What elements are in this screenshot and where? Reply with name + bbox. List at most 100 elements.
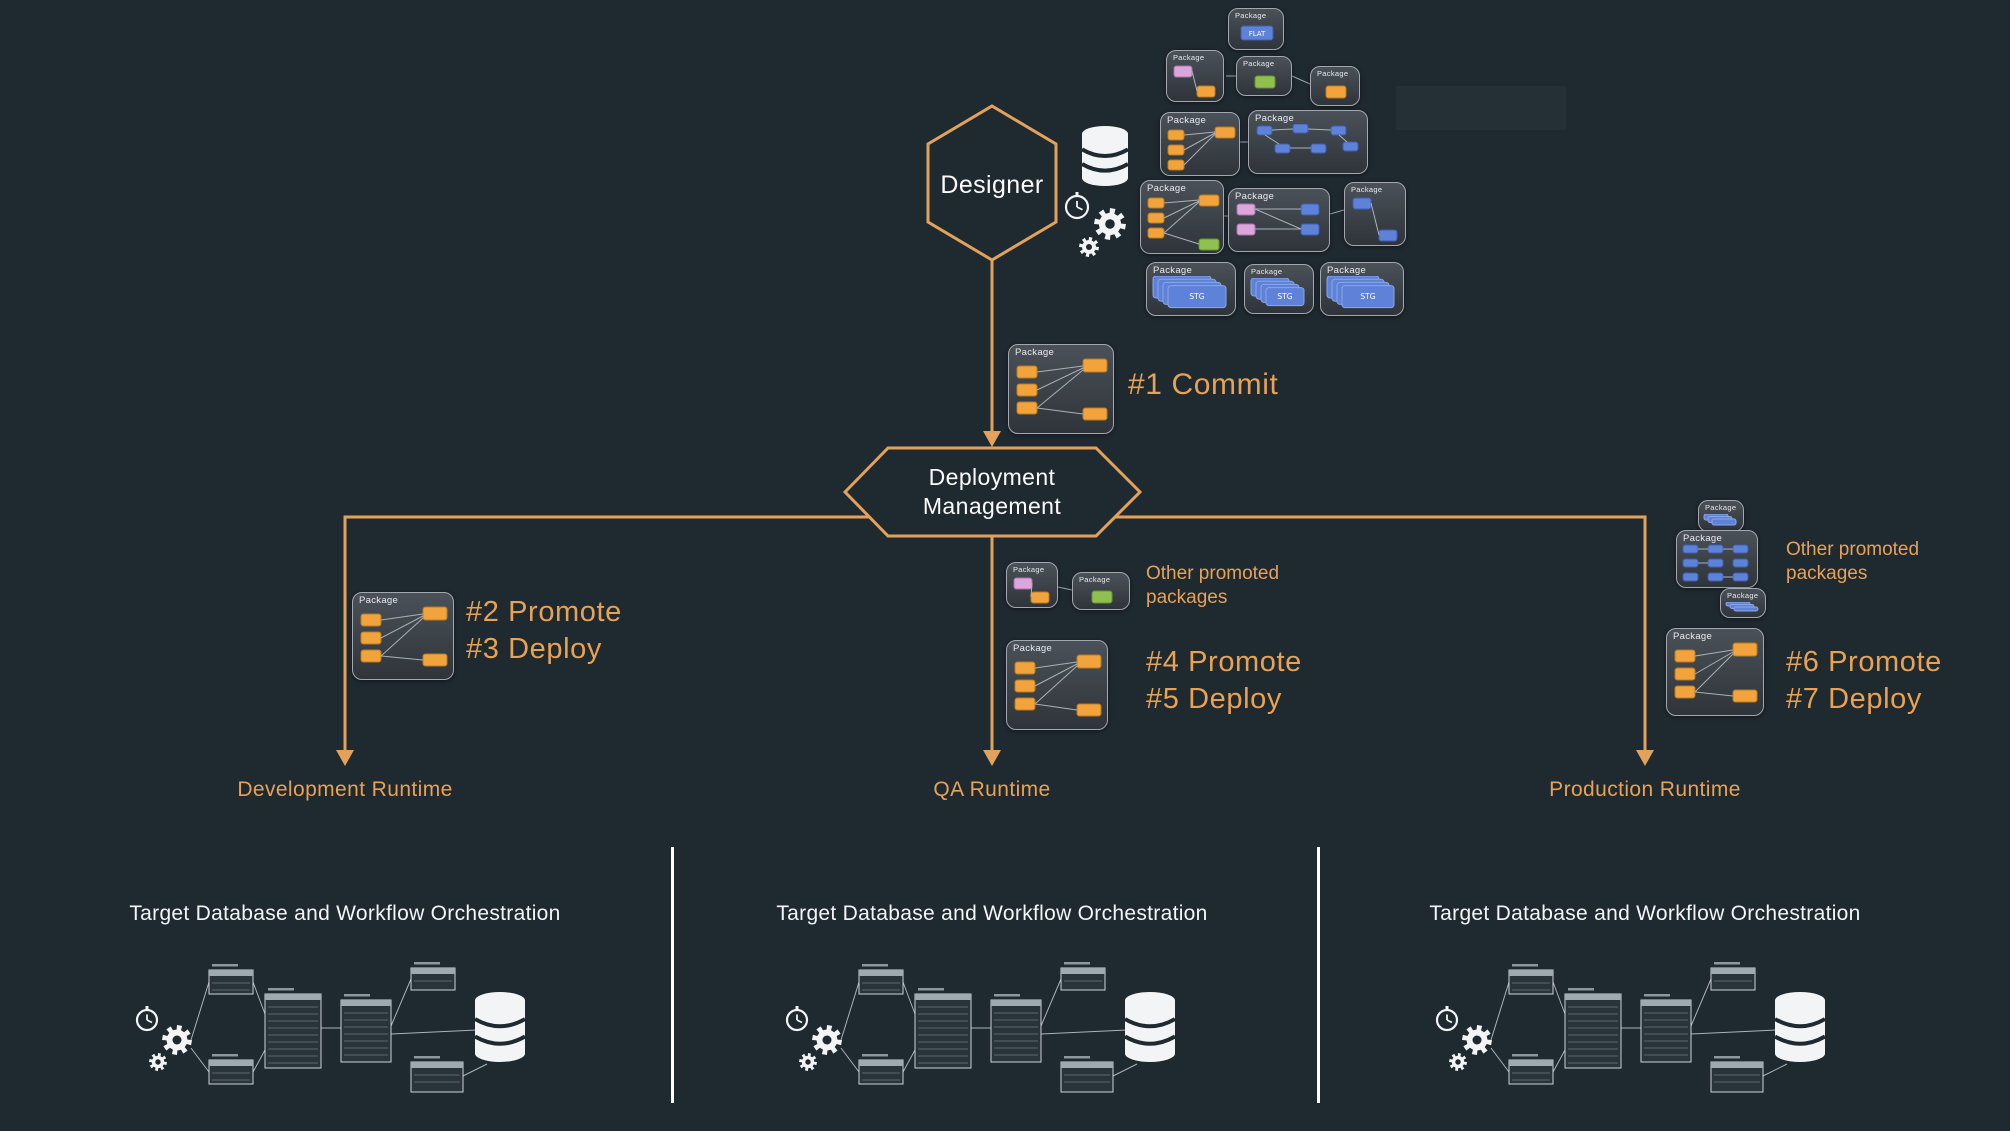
package-box: Package <box>1006 562 1058 608</box>
table-node <box>410 1056 464 1093</box>
package-graphic <box>1352 197 1398 242</box>
table-node <box>1060 962 1106 991</box>
arrow-down-dev <box>336 750 354 766</box>
step-qa-labels: #4 Promote #5 Deploy <box>1146 644 1302 718</box>
step-deploy-dev: #3 Deploy <box>466 633 602 665</box>
gear-icon <box>1079 237 1099 257</box>
package-label: Package <box>1683 533 1723 544</box>
package-commit: Package <box>1008 344 1114 434</box>
package-qa: Package <box>1006 640 1108 730</box>
runtime-label-development: Development Runtime <box>237 778 453 801</box>
designer-node-label: Designer <box>940 171 1044 199</box>
table-node <box>208 1054 254 1085</box>
section-title-production: Target Database and Workflow Orchestrati… <box>1429 902 1861 925</box>
etl-links <box>190 978 488 1077</box>
table-node <box>1508 964 1554 995</box>
package-box: Package <box>1160 112 1240 176</box>
package-box: Package <box>1676 530 1758 588</box>
package-label: Package <box>1147 183 1187 194</box>
package-graphic <box>1014 654 1102 717</box>
step-dev-labels: #2 Promote #3 Deploy <box>466 594 622 668</box>
designer-tool-icons <box>1064 126 1130 257</box>
database-icon <box>1123 992 1177 1062</box>
package-label: Package <box>1013 643 1053 654</box>
step-prod-labels: #6 Promote #7 Deploy <box>1786 644 1942 718</box>
arrow-down-prod <box>1636 750 1654 766</box>
table-node <box>208 964 254 995</box>
package-label: Package <box>1167 115 1207 126</box>
package-graphic <box>1147 194 1220 251</box>
etl-links <box>840 978 1138 1077</box>
package-dev: Package <box>352 592 454 680</box>
gear-icon <box>162 1025 192 1055</box>
package-graphic <box>1674 642 1758 703</box>
package-label: Package <box>1727 591 1759 600</box>
package-label: Package <box>1251 267 1283 276</box>
svg-text:STG: STG <box>1277 292 1292 301</box>
package-label: Package <box>1317 69 1349 78</box>
table-node <box>990 994 1042 1063</box>
step-promote-qa: #4 Promote <box>1146 646 1302 678</box>
package-graphic <box>1254 75 1276 89</box>
timer-icon <box>1064 192 1090 220</box>
timer-icon <box>135 1006 159 1032</box>
package-label: Package <box>1153 265 1193 276</box>
database-icon <box>473 992 527 1062</box>
package-graphic <box>1013 577 1050 604</box>
gear-icon <box>799 1053 817 1071</box>
package-box: Package <box>1698 500 1744 532</box>
package-graphic <box>1016 358 1108 421</box>
other-promoted-note-prod: Other promoted packages <box>1786 539 1920 584</box>
etl-diagram-production <box>1435 962 1827 1093</box>
table-node <box>858 1054 904 1085</box>
table-node <box>858 964 904 995</box>
step-commit-label: #1 Commit <box>1128 368 1279 401</box>
step-deploy-prod: #7 Deploy <box>1786 683 1922 715</box>
step-promote-prod: #6 Promote <box>1786 646 1942 678</box>
runtime-label-production: Production Runtime <box>1549 778 1741 801</box>
table-node <box>1060 1056 1114 1093</box>
package-label: Package <box>1351 185 1383 194</box>
table-node <box>1640 994 1692 1063</box>
etl-diagram-development <box>135 962 527 1093</box>
package-label: Package <box>359 595 399 606</box>
table-node <box>1710 962 1756 991</box>
package-box: Package <box>1310 66 1360 106</box>
etl-diagram-qa <box>785 962 1177 1093</box>
package-box: Package <box>1166 50 1224 102</box>
gear-icon <box>1462 1025 1492 1055</box>
package-label: Package <box>1173 53 1205 62</box>
etl-links <box>1490 978 1788 1077</box>
package-graphic <box>1173 65 1216 98</box>
step-promote-dev: #2 Promote <box>466 596 622 628</box>
package-label: Package <box>1015 347 1055 358</box>
package-graphic: STG <box>1152 276 1227 309</box>
package-box: Package <box>1140 180 1224 254</box>
gear-icon <box>149 1053 167 1071</box>
package-box: Package <box>1248 110 1368 174</box>
section-title-qa: Target Database and Workflow Orchestrati… <box>776 902 1208 925</box>
package-label: Package <box>1705 503 1737 512</box>
package-graphic <box>1325 85 1347 99</box>
table-node <box>1564 988 1622 1069</box>
package-box: Package <box>1720 588 1766 618</box>
deployment-management-label: Deployment Management <box>880 463 1104 521</box>
package-box: Package <box>1072 572 1130 610</box>
table-node <box>914 988 972 1069</box>
package-graphic <box>1682 544 1749 582</box>
package-label: Package <box>1235 191 1275 202</box>
table-node <box>1508 1054 1554 1085</box>
step-deploy-qa: #5 Deploy <box>1146 683 1282 715</box>
package-graphic <box>360 606 448 667</box>
designer-hexagon <box>926 104 1058 262</box>
gear-icon <box>1449 1053 1467 1071</box>
package-box: Package <box>1344 182 1406 246</box>
timer-icon <box>785 1006 809 1032</box>
package-label: Package <box>1327 265 1367 276</box>
package-graphic <box>1091 590 1113 604</box>
deployment-management-line1: Deployment <box>928 464 1056 490</box>
arrow-down-qa <box>983 750 1001 766</box>
